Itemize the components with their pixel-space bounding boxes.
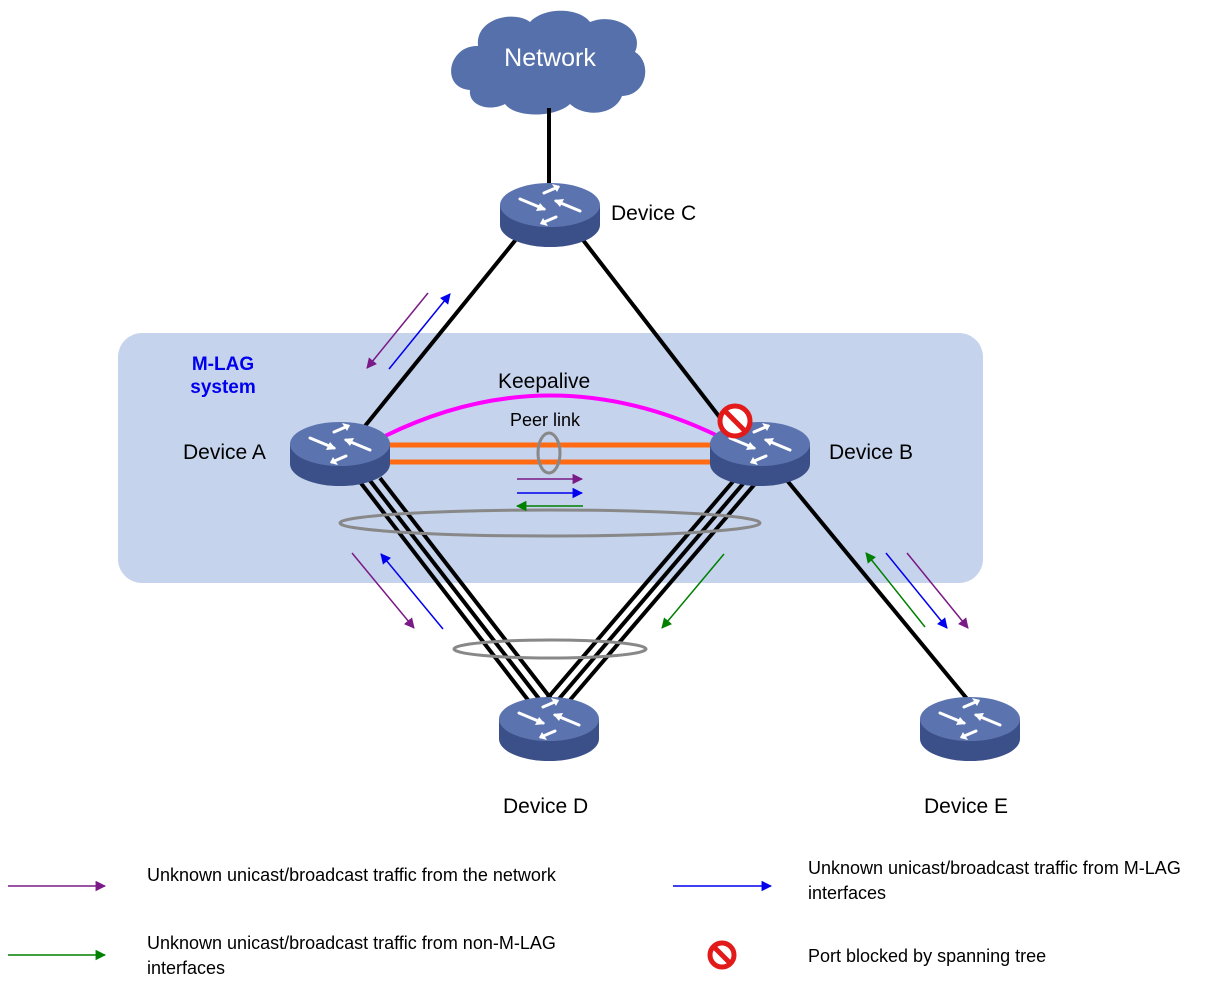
mlag-system-label-line1: M-LAG: [191, 354, 255, 375]
device-b-label: Device B: [829, 441, 914, 464]
switch-icon: [918, 695, 1022, 763]
switch-icon: [288, 420, 392, 488]
traffic-arrows: [351, 292, 969, 630]
mlag-system-region: [118, 333, 983, 583]
device-d-aggregation-ring: [452, 638, 648, 660]
arrow-icon: [351, 552, 415, 629]
device-c-label: Device C: [611, 202, 697, 225]
peer-link: [385, 442, 720, 465]
arrow-icon: [661, 553, 725, 629]
device-d-label: Device D: [503, 795, 589, 818]
keepalive-link: [384, 393, 719, 438]
link-b-e: [783, 476, 970, 702]
mlag-aggregation-ring: [338, 508, 762, 538]
link-c-a: [363, 235, 520, 428]
link-a-d-3: [378, 476, 554, 702]
legend-mlag-traffic: Unknown unicast/broadcast traffic from M…: [808, 858, 1181, 903]
peer-link-label: Peer link: [510, 410, 581, 430]
mlag-system-label-line2: system: [190, 377, 256, 398]
network-label: Network: [504, 44, 596, 72]
switch-icon: [497, 695, 601, 763]
links: [355, 108, 970, 702]
arrow-icon: [906, 552, 969, 629]
legend-network-traffic: Unknown unicast/broadcast traffic from t…: [147, 865, 556, 885]
legend-graphics: [8, 880, 773, 970]
cloud-icon: [451, 10, 646, 115]
device-e-label: Device E: [924, 795, 1009, 818]
mlag-system-label: M-LAG system: [168, 353, 278, 399]
device-a-label: Device A: [183, 441, 266, 464]
legend-blocked-port: Port blocked by spanning tree: [808, 946, 1047, 966]
arrow-icon: [366, 292, 429, 369]
link-c-b: [581, 238, 730, 430]
peer-link-aggregation-ring: [536, 431, 562, 475]
blocked-port-icon: [717, 403, 753, 439]
legend-non-mlag-traffic: Unknown unicast/broadcast traffic from n…: [147, 933, 556, 978]
blocked-port-icon: [707, 940, 737, 970]
keepalive-label: Keepalive: [498, 370, 591, 393]
arrow-icon: [865, 552, 926, 628]
switch-icon: [498, 181, 602, 249]
arrow-icon: [380, 553, 444, 630]
arrow-icon: [388, 293, 451, 370]
arrow-icon: [885, 552, 948, 629]
